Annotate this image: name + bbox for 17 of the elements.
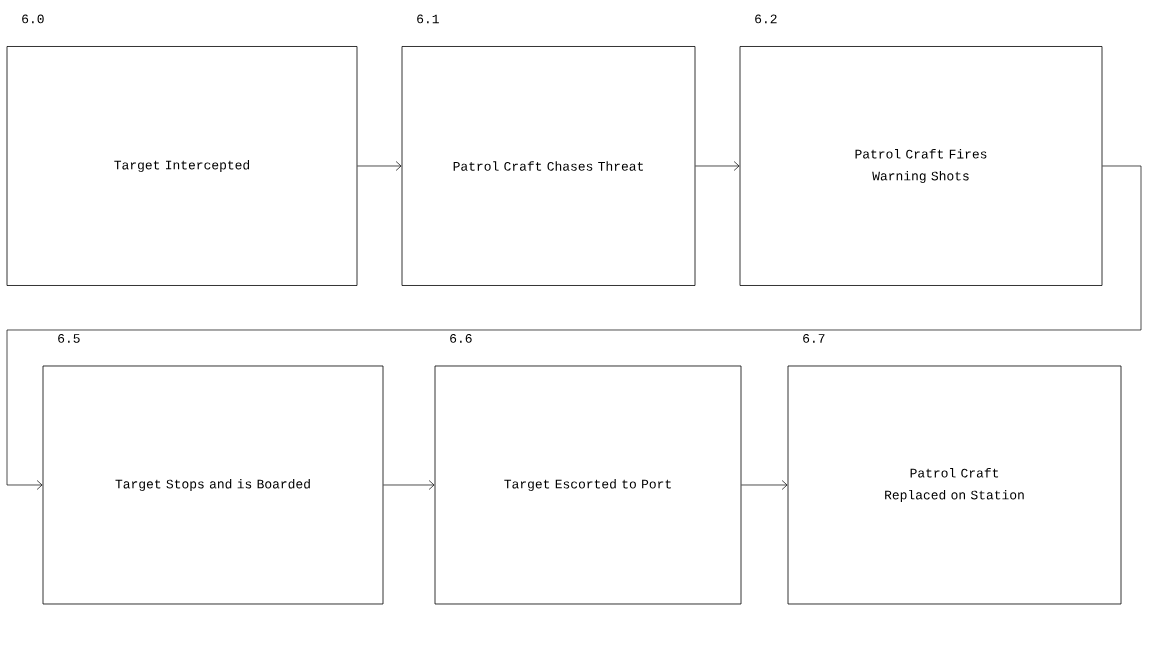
process-box: Target Intercepted bbox=[6, 46, 358, 286]
step-number: 6.5 bbox=[58, 334, 80, 343]
step-number: 6.2 bbox=[755, 14, 777, 24]
process-box: Patrol Craft Replaced on Station bbox=[787, 365, 1122, 605]
arrow bbox=[6, 165, 1142, 490]
process-box: Patrol Craft Fires Warning Shots bbox=[739, 46, 1103, 286]
arrow bbox=[383, 480, 435, 490]
process-box: Target Stops and is Boarded bbox=[42, 365, 384, 605]
step-number: 6.1 bbox=[417, 14, 439, 24]
arrow bbox=[695, 161, 740, 171]
step-number: 6.7 bbox=[803, 334, 825, 343]
arrow bbox=[741, 480, 788, 490]
step-number: 6.6 bbox=[450, 334, 472, 343]
process-box: Target Escorted to Port bbox=[434, 365, 742, 605]
process-box: Patrol Craft Chases Threat bbox=[401, 46, 696, 286]
arrow bbox=[357, 161, 402, 171]
step-number: 6.0 bbox=[22, 14, 44, 24]
